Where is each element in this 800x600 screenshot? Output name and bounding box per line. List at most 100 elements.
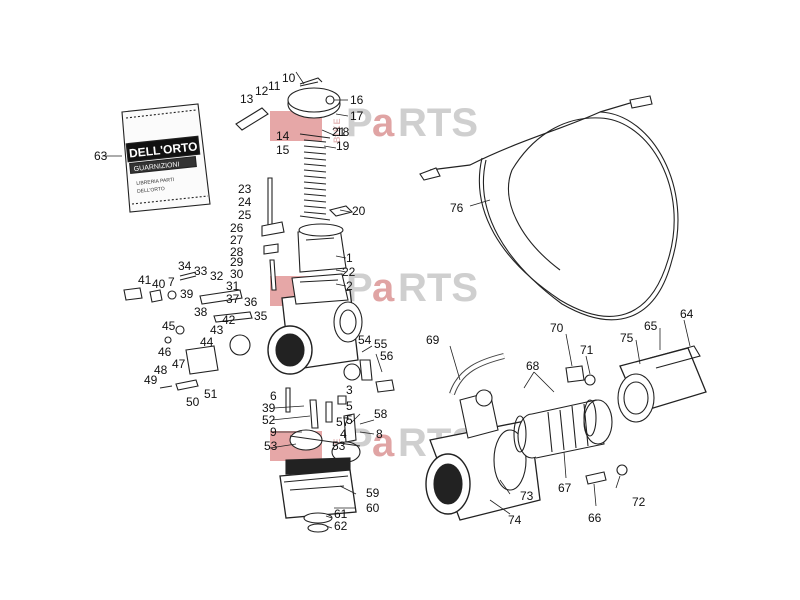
callout-37: 37 bbox=[226, 292, 240, 306]
callout-54: 54 bbox=[358, 333, 372, 347]
watermark-a: a bbox=[372, 266, 395, 310]
gasket-sachet bbox=[121, 103, 211, 213]
callout-20: 20 bbox=[352, 204, 366, 218]
carb-top-cap bbox=[235, 77, 341, 131]
callout-19: 19 bbox=[336, 139, 350, 153]
callout-27: 27 bbox=[230, 233, 244, 247]
callout-3: 3 bbox=[346, 383, 353, 397]
callout-16: 16 bbox=[350, 93, 364, 107]
callout-39b: 39 bbox=[262, 401, 276, 415]
callout-39: 39 bbox=[180, 287, 194, 301]
callout-29: 29 bbox=[230, 255, 244, 269]
watermark-a: a bbox=[372, 101, 395, 145]
callout-26: 26 bbox=[230, 221, 244, 235]
callout-47: 47 bbox=[172, 357, 186, 371]
callout-24: 24 bbox=[238, 195, 252, 209]
callout-8: 8 bbox=[376, 427, 383, 441]
callout-65: 65 bbox=[644, 319, 658, 333]
callout-11: 11 bbox=[268, 79, 281, 93]
callout-51: 51 bbox=[204, 387, 218, 401]
callout-17: 17 bbox=[350, 109, 364, 123]
callout-69: 69 bbox=[426, 333, 440, 347]
watermark-a: a bbox=[372, 421, 395, 465]
watermark-p: P bbox=[346, 101, 373, 145]
callout-14: 14 bbox=[276, 129, 290, 143]
callout-53b: 53 bbox=[332, 439, 346, 453]
callout-23: 23 bbox=[238, 182, 252, 196]
callout-34: 34 bbox=[178, 259, 192, 273]
callout-50: 50 bbox=[186, 395, 200, 409]
callout-4: 4 bbox=[340, 427, 347, 441]
callout-76: 76 bbox=[450, 201, 464, 215]
callout-9: 9 bbox=[270, 425, 277, 439]
callout-52: 52 bbox=[262, 413, 276, 427]
callout-73: 73 bbox=[520, 489, 534, 503]
sachet-line-1: LIBRERIA PARTI bbox=[136, 177, 175, 187]
intake-manifold bbox=[617, 345, 707, 423]
choke-cable bbox=[419, 95, 679, 321]
sachet-label: GUARNIZIONI bbox=[133, 161, 179, 173]
callout-46: 46 bbox=[158, 345, 172, 359]
callout-62: 62 bbox=[334, 519, 348, 533]
callout-59: 59 bbox=[366, 486, 380, 500]
callout-55: 55 bbox=[374, 337, 388, 351]
callout-6: 6 bbox=[270, 389, 277, 403]
callout-68: 68 bbox=[526, 359, 540, 373]
callout-63: 63 bbox=[94, 149, 108, 163]
callout-61: 61 bbox=[334, 507, 348, 521]
callout-12: 12 bbox=[255, 84, 269, 98]
jets bbox=[285, 387, 333, 429]
callout-49: 49 bbox=[144, 373, 158, 387]
callout-10: 10 bbox=[282, 71, 296, 85]
callout-30: 30 bbox=[230, 267, 244, 281]
callout-41: 41 bbox=[138, 273, 152, 287]
callout-75: 75 bbox=[620, 331, 634, 345]
intake-rubber bbox=[513, 399, 613, 459]
sachet-line-2: DELL'ORTO bbox=[137, 186, 165, 195]
carburetor-complete bbox=[425, 353, 541, 521]
callout-21: 21 bbox=[332, 125, 346, 139]
leader-lines bbox=[102, 71, 691, 529]
callout-67: 67 bbox=[558, 481, 572, 495]
callout-1: 1 bbox=[346, 251, 353, 265]
needle-parts bbox=[261, 177, 354, 291]
float-bowl bbox=[279, 469, 357, 533]
callout-57: 57 bbox=[336, 415, 350, 429]
screws bbox=[565, 365, 628, 485]
callout-28: 28 bbox=[230, 245, 244, 259]
callout-25: 25 bbox=[238, 208, 252, 222]
callout-66: 66 bbox=[588, 511, 602, 525]
throttle-spring bbox=[299, 133, 331, 221]
callout-32: 32 bbox=[210, 269, 224, 283]
watermark-rts: RTS bbox=[398, 101, 478, 145]
callout-22: 22 bbox=[342, 265, 356, 279]
callout-13: 13 bbox=[240, 92, 254, 106]
callout-64: 64 bbox=[680, 307, 694, 321]
callout-70: 70 bbox=[550, 321, 564, 335]
callout-35: 35 bbox=[254, 309, 268, 323]
watermark-rts: RTS bbox=[398, 266, 478, 310]
callout-60: 60 bbox=[366, 501, 380, 515]
callout-38: 38 bbox=[194, 305, 208, 319]
side-adjusters bbox=[123, 271, 253, 391]
callout-18: 18 bbox=[336, 125, 350, 139]
callout-7: 7 bbox=[168, 275, 175, 289]
callout-42: 42 bbox=[222, 313, 236, 327]
callout-5b: 5 bbox=[346, 413, 353, 427]
callout-53: 53 bbox=[264, 439, 278, 453]
callout-74: 74 bbox=[508, 513, 522, 527]
callout-40: 40 bbox=[152, 277, 166, 291]
callout-58: 58 bbox=[374, 407, 388, 421]
callout-43: 43 bbox=[210, 323, 224, 337]
callout-labels: 1 2 3 4 5 6 7 8 9 10 11 12 13 14 15 16 1… bbox=[94, 71, 694, 533]
callout-15: 15 bbox=[276, 143, 290, 157]
callout-45: 45 bbox=[162, 319, 176, 333]
callout-72: 72 bbox=[632, 495, 646, 509]
callout-56: 56 bbox=[380, 349, 394, 363]
callout-44: 44 bbox=[200, 335, 214, 349]
callout-5: 5 bbox=[346, 399, 353, 413]
callout-48: 48 bbox=[154, 363, 168, 377]
callout-31: 31 bbox=[226, 279, 240, 293]
